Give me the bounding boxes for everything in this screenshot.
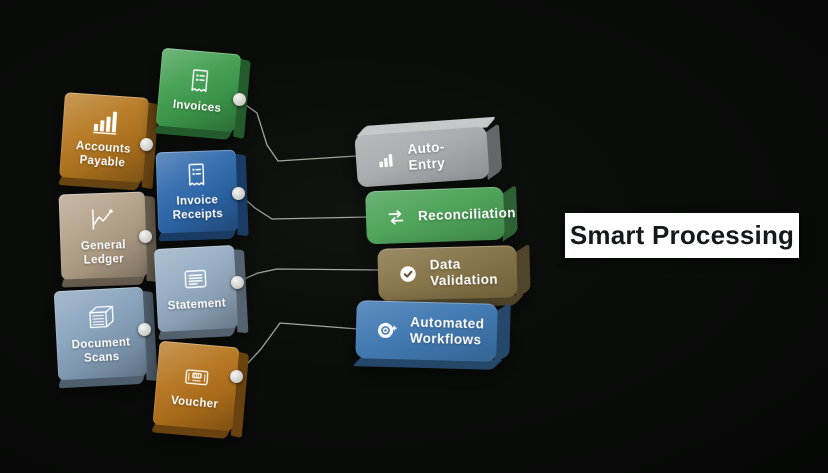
connector-dot-voucher [229,369,243,383]
step-label: Auto-Entry [406,139,446,173]
node-accounts-payable: Accounts Payable [57,92,159,191]
bar-front-face: Reconciliation [365,186,516,245]
bar-chart-icon [88,104,122,138]
wire-invoices-autoentry [238,99,357,162]
cube-front-face: Document Scans [53,286,148,381]
cube-front-face: General Ledger [58,191,148,280]
swap-arrows-icon [385,205,408,228]
document-stack-icon [83,301,117,335]
node-label: Voucher [170,394,219,411]
node-label: Statement [167,297,227,313]
wire-statement-validation [236,268,381,283]
connector-dot-statement [230,275,244,289]
statement-icon [179,263,213,295]
step-label: Reconciliation [417,204,517,224]
step-data-validation: Data Validation [375,243,531,309]
voucher-icon [179,360,215,393]
node-label: Document Scans [71,336,131,365]
wire-receipts-reconciliation [237,192,369,220]
line-chart-icon [86,203,119,236]
connector-dot-accounts-payable [139,137,153,151]
node-invoices: Invoices [154,47,251,140]
connector-dot-general-ledger [138,229,152,243]
step-reconciliation: Reconciliation [365,184,518,245]
node-statement: Statement [153,244,249,341]
step-automated-workflows: Automated Workflows [352,300,511,370]
node-document-scans: Document Scans [53,286,158,389]
cube-front-face: Voucher [152,340,240,432]
cube-front-face: Invoices [155,47,242,133]
invoice-icon [183,65,216,98]
bar-chart-icon [374,147,397,170]
receipt-icon [181,160,212,191]
node-label: General Ledger [80,239,127,267]
node-voucher: Voucher [150,340,249,439]
node-label: Accounts Payable [75,140,131,170]
check-circle-icon [397,263,420,286]
step-auto-entry: Auto-Entry [354,116,503,188]
wire-voucher-workflows [235,322,359,377]
gear-plus-icon [375,318,400,343]
node-general-ledger: General Ledger [58,191,158,288]
cube-front-face: Accounts Payable [59,92,149,183]
step-label: Data Validation [429,257,499,289]
headline-box: Smart Processing [565,213,799,258]
connector-dot-invoice-receipts [231,186,245,200]
bar-front-face: Auto-Entry [354,125,490,188]
node-label: Invoices [172,98,222,115]
node-label: Invoice Receipts [172,194,224,222]
node-invoice-receipts: Invoice Receipts [155,149,249,242]
connector-dot-document-scans [137,322,151,336]
cube-front-face: Invoice Receipts [155,149,239,234]
bar-front-face: Automated Workflows [355,300,498,362]
cube-front-face: Statement [153,244,239,333]
headline-label: Smart Processing [569,220,795,250]
connector-dot-invoices [232,92,246,106]
step-label: Automated Workflows [409,315,485,348]
bar-front-face: Data Validation [377,245,518,301]
